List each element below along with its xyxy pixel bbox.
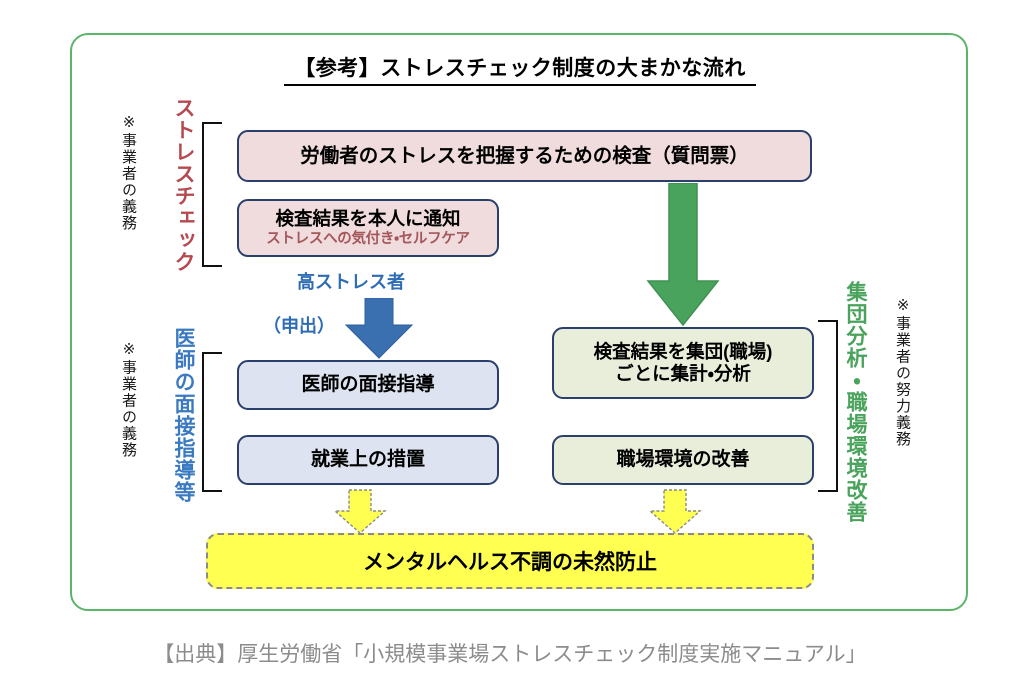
node-work-measures-label: 就業上の措置 [310, 448, 425, 470]
green-down-arrow [646, 183, 720, 327]
right-category-group-analysis: 集団分析・職場環境改善 [844, 281, 867, 523]
blue-down-arrow [344, 298, 414, 359]
node-group-aggregation-line1: 検査結果を集団(職場) [593, 341, 773, 363]
diagram-frame [70, 33, 968, 611]
node-questionnaire-label: 労働者のストレスを把握するための検査（質問票） [300, 144, 749, 167]
callout-request: （申出） [263, 316, 335, 336]
yellow-down-arrow-right [648, 489, 702, 534]
node-work-measures[interactable]: 就業上の措置 [237, 435, 499, 485]
node-questionnaire[interactable]: 労働者のストレスを把握するための検査（質問票） [237, 130, 812, 182]
bracket-group-analysis [818, 320, 838, 492]
right-note-effort-duty: ※事業者の努力義務 [894, 296, 911, 448]
bracket-stresscheck [202, 122, 222, 267]
bracket-interview [202, 352, 222, 492]
node-doctor-interview[interactable]: 医師の面接指導 [237, 360, 499, 410]
left-category-stresscheck: ストレスチェック [172, 97, 195, 273]
node-group-aggregation-line2: ごとに集計・分析 [615, 363, 751, 384]
node-group-aggregation[interactable]: 検査結果を集団(職場) ごとに集計・分析 [552, 327, 814, 399]
node-workplace-improvement-label: 職場環境の改善 [616, 448, 750, 470]
title-underline [284, 84, 756, 86]
yellow-down-arrow-left [333, 489, 387, 534]
node-mental-health-prevention-label: メンタルヘルス不調の未然防止 [363, 551, 657, 574]
node-doctor-interview-label: 医師の面接指導 [301, 373, 435, 395]
node-notify-results-label: 検査結果を本人に通知 [275, 208, 461, 230]
source-caption: 【出典】厚生労働省「小規模事業場ストレスチェック制度実施マニュアル」 [153, 643, 867, 666]
left-category-interview: 医師の面接指導等 [172, 327, 195, 503]
page-title: 【参考】ストレスチェック制度の大まかな流れ [294, 57, 746, 80]
left-note-duty-stresscheck: ※事業者の義務 [120, 113, 137, 232]
node-notify-results[interactable]: 検査結果を本人に通知 ストレスへの気付き・セルフケア [237, 199, 499, 257]
node-mental-health-prevention[interactable]: メンタルヘルス不調の未然防止 [206, 533, 814, 589]
node-workplace-improvement[interactable]: 職場環境の改善 [552, 435, 814, 485]
node-notify-results-sublabel: ストレスへの気付き・セルフケア [266, 230, 470, 247]
left-note-duty-interview: ※事業者の義務 [120, 340, 137, 459]
callout-high-stress: 高ストレス者 [297, 272, 405, 292]
